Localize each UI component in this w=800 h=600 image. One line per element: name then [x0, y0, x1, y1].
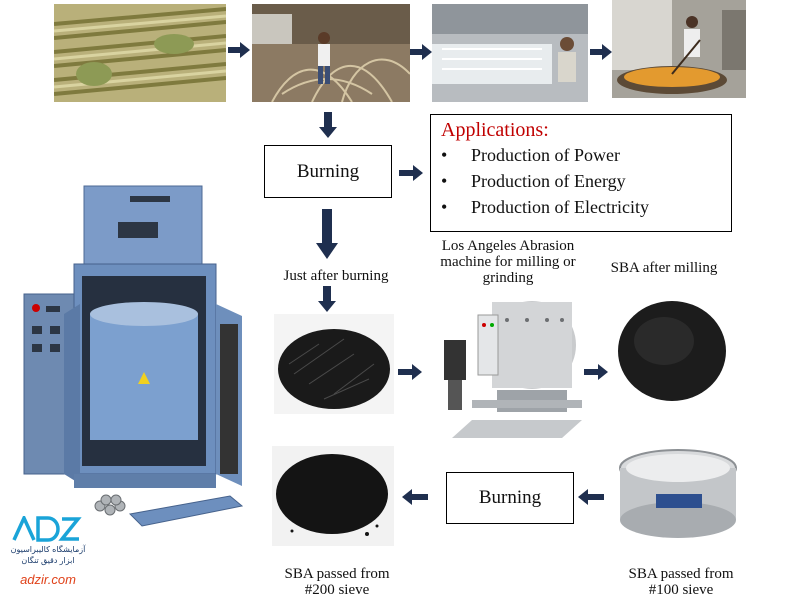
application-item: Production of Energy: [441, 168, 731, 194]
arrow-right-milled: [584, 364, 608, 380]
applications-list: Production of Power Production of Energy…: [441, 142, 731, 220]
caption-sba-100: SBA passed from #100 sieve: [614, 566, 748, 598]
photo-sba-after-milling: [614, 296, 730, 406]
burning-box-bottom: Burning: [446, 472, 574, 524]
photo-blue-abrasion-machine: [20, 184, 258, 530]
burning-box-top: Burning: [264, 145, 392, 198]
photo-juice-extraction: [432, 4, 588, 102]
adz-logo: آزمایشگاه کالیبراسیون ابزار دقیق تنگان a…: [6, 516, 90, 594]
arrow-down-3: [318, 286, 336, 312]
arrow-right-3: [590, 44, 612, 60]
logo-subtitle-1: آزمایشگاه کالیبراسیون: [6, 545, 90, 554]
applications-box: Applications: Production of Power Produc…: [430, 114, 732, 232]
photo-sba-200: [272, 446, 394, 546]
applications-title: Applications:: [441, 119, 731, 142]
photo-la-abrasion-machine: [432, 290, 584, 440]
arrow-right-1: [228, 42, 250, 58]
arrow-right-apps: [399, 165, 423, 181]
application-item: Production of Power: [441, 142, 731, 168]
logo-domain: adzir.com: [6, 572, 90, 587]
burning-label-bottom: Burning: [479, 487, 541, 509]
logo-subtitle-2: ابزار دقیق تنگان: [6, 556, 90, 565]
arrow-left-2: [402, 489, 428, 505]
photo-worker-bagasse: [252, 4, 410, 102]
arrow-right-2: [410, 44, 432, 60]
arrow-down-1: [319, 112, 337, 138]
photo-sieve: [616, 446, 740, 544]
caption-la-machine: Los Angeles Abrasion machine for milling…: [424, 238, 592, 286]
photo-boiling-juice: [612, 0, 746, 98]
arrow-right-la: [398, 364, 422, 380]
photo-sugarcane-bundles: [54, 4, 226, 102]
arrow-left-1: [578, 489, 604, 505]
photo-ash-after-burning: [274, 314, 394, 414]
adz-logo-mark: [12, 516, 82, 542]
caption-sba-after-milling: SBA after milling: [596, 260, 732, 276]
caption-just-after-burning: Just after burning: [270, 268, 402, 284]
caption-sba-200: SBA passed from #200 sieve: [270, 566, 404, 598]
application-item: Production of Electricity: [441, 194, 731, 220]
arrow-down-2: [316, 209, 338, 259]
burning-label-top: Burning: [297, 161, 359, 183]
